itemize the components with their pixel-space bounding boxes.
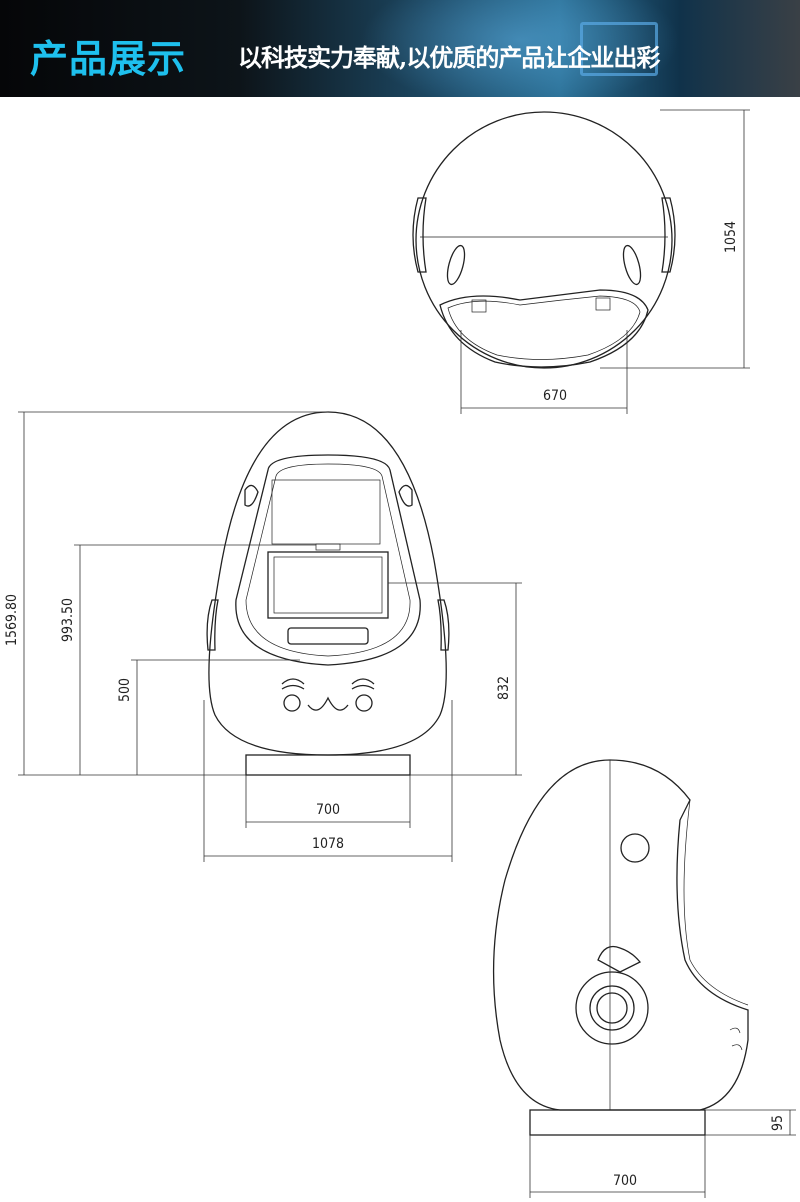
dim-total-height: 1569.80 — [4, 594, 20, 646]
dim-top-height: 1054 — [723, 221, 739, 253]
dim-base-width: 700 — [316, 802, 340, 818]
page-title: 产品展示 — [30, 39, 187, 81]
dim-side-base-width: 700 — [613, 1173, 637, 1189]
side-view: 95 700 — [492, 759, 796, 1198]
top-view: 1054 670 — [412, 109, 750, 414]
header-banner: 产品展示 以科技实力奉献,以优质的产品让企业出彩 — [0, 0, 800, 97]
monitor-icon — [580, 22, 658, 76]
banner-glow — [360, 0, 680, 97]
dim-side-height: 832 — [496, 676, 512, 700]
dim-total-width: 1078 — [312, 836, 344, 852]
dim-lower-height: 500 — [117, 678, 133, 702]
face-decoration — [281, 678, 375, 712]
dim-top-width: 670 — [543, 388, 567, 404]
dim-side-base-height: 95 — [770, 1115, 786, 1131]
front-view: 1569.80 993.50 500 832 700 1078 — [4, 411, 522, 862]
slogan: 以科技实力奉献,以优质的产品让企业出彩 — [238, 43, 660, 72]
dim-seat-height: 993.50 — [60, 598, 76, 642]
